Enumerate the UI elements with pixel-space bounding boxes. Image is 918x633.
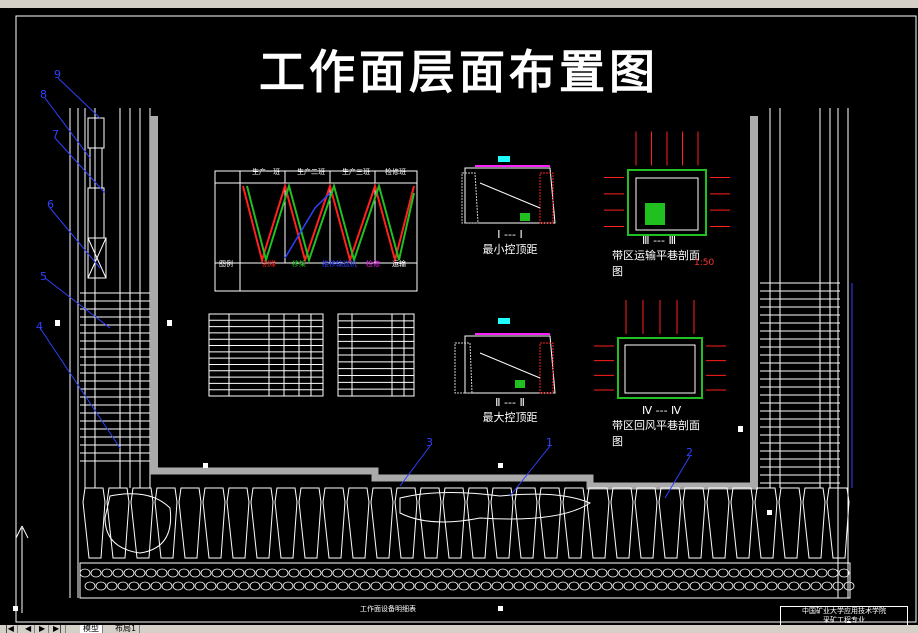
left-equipment [87, 117, 107, 279]
title-block-line2: 采矿工程专业 [823, 616, 865, 624]
section-III-drawing [604, 131, 730, 236]
tab-model[interactable]: 模型 [80, 625, 103, 633]
section-III-title: Ⅲ --- Ⅲ [642, 234, 677, 247]
marker-label: 8 [40, 88, 47, 101]
tab-nav-prev-icon[interactable]: ◀ [22, 625, 36, 633]
title-block-line1: 中国矿业大学应用技术学院 [802, 607, 886, 615]
section-II-subtitle: 最大控顶距 [482, 411, 538, 424]
tab-layout1[interactable]: 布局1 [112, 625, 141, 633]
marker-label: 6 [47, 198, 54, 211]
left-rungs [80, 292, 150, 462]
face-wall [150, 467, 758, 490]
ucs-icon [15, 525, 29, 613]
goaf-rubble [79, 568, 855, 591]
marker-label: 1 [546, 436, 553, 449]
left-wall [150, 116, 158, 471]
section-IV-subtitle: 带区回风平巷剖面 [612, 419, 700, 432]
leader-lines [39, 77, 691, 499]
section-I-drawing [461, 156, 556, 224]
equipment-table-1 [208, 313, 324, 397]
cad-drawing [13, 15, 917, 623]
section-III-scale: 1:50 [694, 258, 715, 268]
section-II-caption: Ⅱ --- Ⅱ 最大控顶距 [460, 396, 560, 425]
legend-item: 割煤 [262, 260, 276, 268]
section-III-caption: Ⅲ --- Ⅲ 带区运输平巷剖面 图 [612, 234, 722, 279]
section-III-subtitle: 带区运输平巷剖面 [612, 249, 700, 262]
marker-label: 2 [686, 446, 693, 459]
legend-item: 移架 [292, 260, 306, 268]
tab-nav-last-icon[interactable]: ▶| [50, 625, 66, 633]
right-rungs [760, 282, 840, 484]
marker-label: 4 [36, 320, 43, 333]
shearer-outline [399, 491, 592, 523]
cycle-chart [214, 170, 418, 292]
legend-item: 运输 [392, 260, 406, 268]
section-I-title: Ⅰ --- Ⅰ [497, 228, 523, 241]
marker-label: 7 [52, 128, 59, 141]
section-III-subtitle-2: 图 [612, 265, 623, 278]
goaf-band [79, 562, 851, 599]
chart-legend-label: 图例 [219, 260, 233, 268]
section-I-subtitle: 最小控顶距 [482, 243, 538, 256]
bottom-caption: 工作面设备明细表 [360, 605, 416, 613]
marker-label: 5 [40, 270, 47, 283]
section-II-drawing [454, 318, 556, 394]
support-row [82, 487, 850, 559]
chart-header: 生产三班 [342, 168, 370, 176]
section-IV-caption: Ⅳ --- Ⅳ 带区回风平巷剖面 图 [612, 404, 722, 449]
section-IV-title: Ⅳ --- Ⅳ [642, 404, 682, 417]
equipment-table-2 [337, 313, 415, 397]
tab-nav-first-icon[interactable]: |◀ [2, 625, 18, 633]
chart-header: 检修班 [385, 168, 406, 176]
drawing-frame [15, 15, 917, 623]
section-II-title: Ⅱ --- Ⅱ [495, 396, 525, 409]
chart-header: 生产二班 [297, 168, 325, 176]
section-IV-subtitle-2: 图 [612, 435, 623, 448]
right-wall [750, 116, 758, 486]
chart-header: 生产一班 [252, 168, 280, 176]
drawing-canvas[interactable]: 工作面层面布置图 9 8 7 6 5 4 3 1 2 生产一班 生产二班 生产三… [0, 8, 918, 630]
small-markers [13, 320, 772, 611]
legend-item: 推移输送机 [322, 260, 357, 268]
marker-label: 9 [54, 68, 61, 81]
right-entry-lines [769, 108, 853, 598]
corner-support [104, 493, 172, 554]
tab-nav-next-icon[interactable]: ▶ [36, 625, 50, 633]
marker-label: 3 [426, 436, 433, 449]
section-IV-drawing [594, 300, 726, 399]
layout-tabs: |◀ ◀ ▶ ▶| 模型 布局1 [0, 625, 918, 633]
section-I-caption: Ⅰ --- Ⅰ 最小控顶距 [460, 228, 560, 257]
legend-item: 检修 [366, 260, 380, 268]
left-entry-lines [69, 108, 151, 598]
top-toolbar-strip [0, 0, 918, 8]
drawing-title: 工作面层面布置图 [259, 45, 659, 99]
